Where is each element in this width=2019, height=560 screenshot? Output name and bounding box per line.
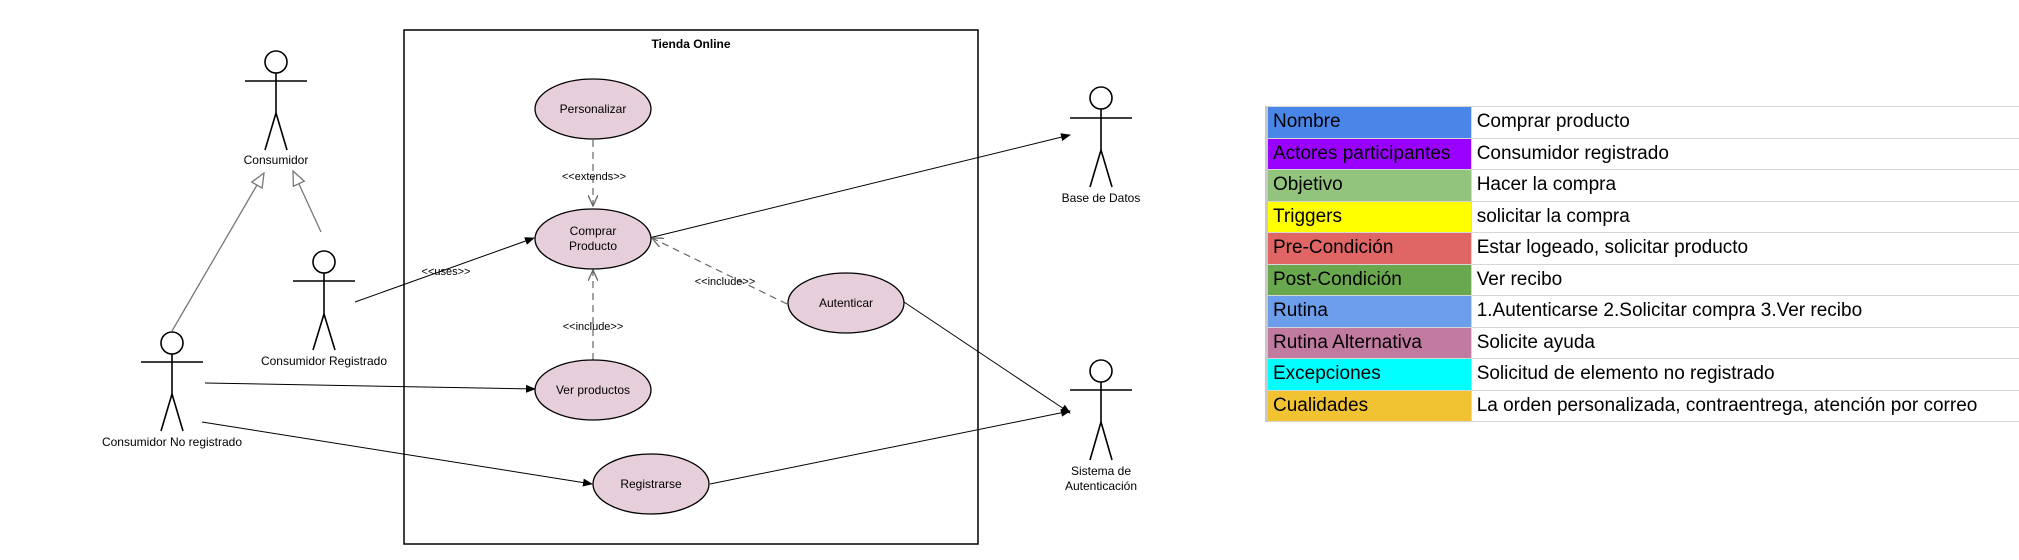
row-value-cell: Comprar producto (1470, 106, 2019, 139)
use-case-diagram: Tienda Online <<extends>> <<uses>> <<inc… (102, 29, 1141, 545)
svg-text:Personalizar: Personalizar (560, 102, 627, 116)
row-value-cell: Estar logeado, solicitar producto (1470, 232, 2019, 265)
use-case-comprar-producto: Comprar Producto (534, 208, 652, 270)
use-case-personalizar: Personalizar (534, 78, 652, 140)
actor-base-de-datos (1070, 86, 1132, 188)
use-case-registrarse: Registrarse (592, 453, 710, 515)
association-registrado-comprar (354, 237, 535, 303)
association-no-registrado-ver-productos (204, 382, 536, 393)
use-case-ver-productos: Ver productos (534, 359, 652, 421)
uses-label: <<uses>> (422, 266, 471, 278)
association-comprar-base-datos (648, 133, 1071, 239)
actor-consumidor-registrado-label: Consumidor Registrado (261, 354, 387, 368)
row-value-cell: Hacer la compra (1470, 169, 2019, 202)
row-key-cell: Nombre (1265, 106, 1472, 139)
row-value-cell: Ver recibo (1470, 263, 2019, 296)
row-key-cell: Excepciones (1265, 358, 1472, 391)
row-value-cell: Solicitud de elemento no registrado (1470, 358, 2019, 391)
row-key-cell: Pre-Condición (1265, 232, 1472, 265)
row-key-cell: Rutina (1265, 295, 1472, 328)
actor-consumidor (245, 50, 307, 151)
use-case-autenticar: Autenticar (787, 272, 905, 334)
row-key-cell: Actores participantes (1265, 137, 1472, 170)
system-title: Tienda Online (651, 37, 730, 51)
row-key-cell: Rutina Alternativa (1265, 326, 1472, 359)
row-value-cell: 1.Autenticarse 2.Solicitar compra 3.Ver … (1470, 295, 2019, 328)
actor-consumidor-registrado (293, 250, 355, 351)
include-label-autenticar: <<include>> (695, 276, 756, 288)
row-value-cell: La orden personalizada, contraentrega, a… (1470, 389, 2019, 422)
row-key-cell: Cualidades (1265, 389, 1472, 422)
row-value-cell: solicitar la compra (1470, 200, 2019, 233)
svg-text:Autenticar: Autenticar (819, 296, 873, 310)
include-dependency-autenticar (652, 238, 788, 305)
actor-consumidor-no-registrado-label: Consumidor No registrado (102, 435, 242, 449)
row-key-cell: Post-Condición (1265, 263, 1472, 296)
row-value-cell: Solicite ayuda (1470, 326, 2019, 359)
row-value-cell: Consumidor registrado (1470, 137, 2019, 170)
actor-sistema-autenticacion (1070, 359, 1132, 461)
actor-sistema-autenticacion-label-1: Sistema de (1071, 464, 1131, 478)
association-autenticar-sistema (903, 301, 1071, 414)
svg-text:Producto: Producto (569, 239, 617, 253)
actor-sistema-autenticacion-label-2: Autenticación (1065, 479, 1137, 493)
svg-text:Comprar: Comprar (570, 224, 617, 238)
actor-consumidor-label: Consumidor (244, 153, 309, 167)
actor-consumidor-no-registrado (141, 331, 203, 432)
actor-base-de-datos-label: Base de Datos (1062, 191, 1141, 205)
generalization-no-registrado-consumidor (171, 173, 264, 332)
row-key-cell: Triggers (1265, 200, 1472, 233)
system-boundary (403, 29, 979, 545)
association-no-registrado-registrarse (201, 421, 593, 487)
include-label-ver: <<include>> (563, 321, 624, 333)
association-registrarse-sistema (709, 408, 1071, 485)
svg-text:Ver productos: Ver productos (556, 383, 630, 397)
extends-label: <<extends>> (562, 171, 626, 183)
generalization-registrado-consumidor (293, 171, 322, 233)
svg-text:Registrarse: Registrarse (620, 477, 682, 491)
row-key-cell: Objetivo (1265, 169, 1472, 202)
